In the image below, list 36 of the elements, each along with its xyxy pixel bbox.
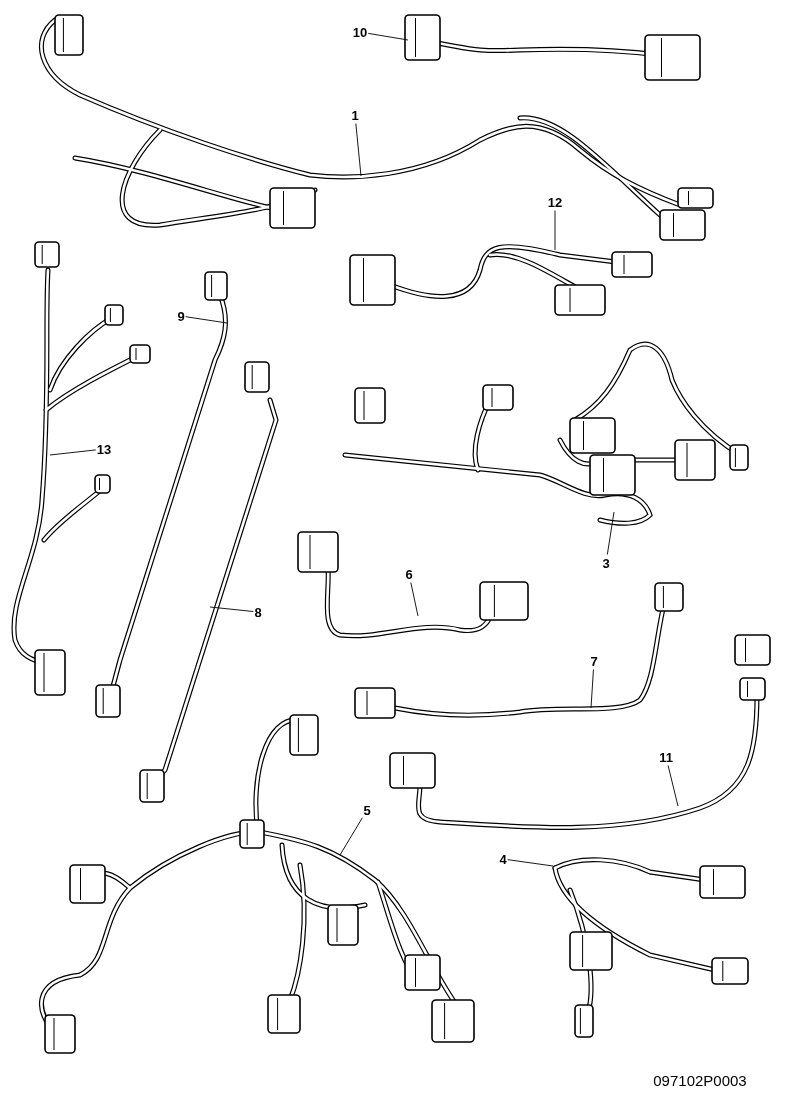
callout-number: 10 <box>352 24 368 40</box>
leader-line <box>367 32 409 41</box>
wiring-harness-drawing <box>349 244 653 316</box>
callout-number: 4 <box>499 851 507 867</box>
leader-line <box>339 817 363 856</box>
leader-line <box>667 765 679 807</box>
wiring-harness-drawing <box>354 582 684 719</box>
callout-number: 5 <box>363 802 371 818</box>
leader-line <box>507 859 554 867</box>
leader-line <box>410 582 419 617</box>
callout-number: 1 <box>351 107 359 123</box>
wiring-harness-drawing <box>95 271 228 718</box>
wiring-harness-drawing <box>552 857 749 1038</box>
callout-number: 7 <box>590 653 598 669</box>
leader-line <box>590 669 594 709</box>
leader-line <box>49 449 97 456</box>
wiring-harness-drawing <box>39 14 714 241</box>
callout-number: 3 <box>602 555 610 571</box>
leader-line <box>554 210 556 251</box>
wiring-harness-drawing <box>39 714 475 1054</box>
leader-line <box>355 123 362 177</box>
callout-number: 11 <box>659 749 673 765</box>
callout-number: 12 <box>547 194 563 210</box>
callout-number: 8 <box>254 604 262 620</box>
wiring-harness-drawing <box>11 241 151 696</box>
wiring-harness-drawing <box>342 341 749 526</box>
leader-line <box>209 606 254 612</box>
leader-line <box>185 316 228 324</box>
callout-number: 9 <box>177 308 185 324</box>
wiring-harness-drawing <box>139 361 279 803</box>
drawing-number: 097102P0003 <box>653 1071 747 1089</box>
callout-number: 13 <box>96 441 112 457</box>
wiring-harness-drawing <box>389 634 771 830</box>
leader-line <box>606 511 615 555</box>
callout-number: 6 <box>405 566 413 582</box>
wiring-harness-drawing <box>297 531 529 639</box>
